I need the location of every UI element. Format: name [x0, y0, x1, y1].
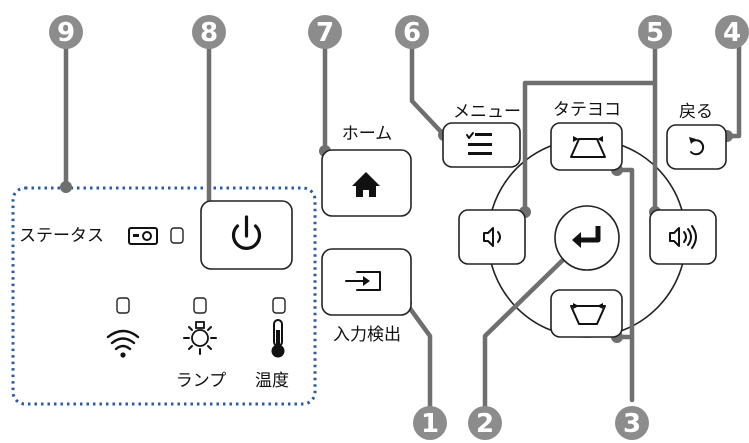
- home-button[interactable]: [321, 149, 412, 217]
- status-led: [170, 227, 184, 244]
- home-icon: [352, 172, 380, 197]
- leader-4: [724, 37, 742, 139]
- callout-badge-9: 9: [49, 15, 83, 49]
- callout-number: 7: [316, 18, 334, 48]
- enter-icon: [572, 226, 601, 248]
- callout-badge-2: 2: [468, 406, 502, 440]
- callout-badge-4: 4: [715, 15, 749, 49]
- callout-badge-1: 1: [413, 406, 447, 440]
- home-label: ホーム: [342, 124, 393, 144]
- keystone-down-button[interactable]: [550, 289, 623, 338]
- temp-led: [272, 297, 286, 314]
- return-icon: [689, 137, 705, 156]
- callout-badge-3: 3: [615, 406, 649, 440]
- projector-icon: [128, 227, 158, 245]
- callout-number: 2: [476, 409, 494, 439]
- source-icon: [345, 271, 381, 291]
- temp-label: 温度: [255, 371, 289, 391]
- enter-button[interactable]: [554, 205, 620, 271]
- leader-2: [482, 252, 571, 413]
- menu-icon: [466, 132, 492, 155]
- callout-number: 4: [723, 18, 741, 48]
- source-search-button[interactable]: [321, 248, 412, 316]
- leader-lines: [60, 35, 742, 413]
- power-button[interactable]: [200, 200, 293, 270]
- source-search-label: 入力検出: [333, 325, 401, 345]
- volume-up-button[interactable]: [649, 209, 717, 265]
- leader-6: [409, 37, 447, 138]
- wifi-led: [116, 297, 130, 314]
- callout-badge-7: 7: [308, 15, 342, 49]
- menu-label: メニュー: [453, 102, 521, 122]
- status-label: ステータス: [19, 226, 104, 246]
- lamp-icon: [183, 321, 217, 355]
- callout-number: 5: [646, 18, 664, 48]
- temp-indicator: [271, 297, 286, 358]
- keystone-up-icon: [570, 136, 606, 158]
- keystone-up-button[interactable]: [550, 122, 623, 171]
- leader-3a: [614, 167, 635, 403]
- callout-number: 6: [403, 18, 421, 48]
- lamp-indicator: [183, 297, 217, 355]
- status-indicator: [128, 227, 184, 245]
- lamp-label: ランプ: [176, 371, 227, 391]
- callout-number: 8: [200, 18, 218, 48]
- volume-down-icon: [483, 227, 501, 247]
- leader-9-dot: [60, 181, 72, 193]
- indicator-panel-outline: [11, 186, 317, 406]
- leader-5b: [522, 80, 658, 215]
- back-button[interactable]: [666, 124, 727, 170]
- callout-number: 9: [57, 18, 75, 48]
- volume-up-icon: [669, 225, 697, 249]
- callout-number: 1: [421, 409, 439, 439]
- volume-down-button[interactable]: [458, 209, 526, 265]
- lamp-led: [193, 297, 207, 314]
- keystone-label: タテヨコ: [553, 100, 621, 120]
- power-icon: [231, 215, 262, 250]
- callout-number: 3: [623, 409, 641, 439]
- wifi-icon: [106, 329, 140, 358]
- callout-badge-5: 5: [638, 15, 672, 49]
- wifi-indicator: [106, 297, 140, 358]
- callout-badge-8: 8: [192, 15, 226, 49]
- menu-button[interactable]: [442, 122, 521, 168]
- back-label: 戻る: [679, 102, 713, 122]
- leader-1: [403, 300, 433, 413]
- thermometer-icon: [271, 319, 285, 358]
- callout-badge-6: 6: [395, 15, 429, 49]
- keystone-down-icon: [570, 303, 606, 325]
